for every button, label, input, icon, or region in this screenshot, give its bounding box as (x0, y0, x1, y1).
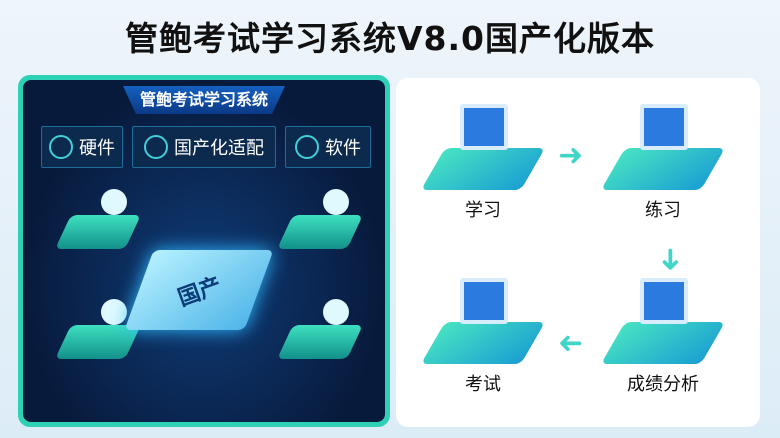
arrow-left-icon: ➜ (558, 326, 584, 361)
panel-banner: 管鲍考试学习系统 (123, 86, 285, 114)
step-label: 练习 (645, 200, 681, 221)
cpu-chip-icon: 国产 (124, 250, 274, 330)
exam-illustration-icon (420, 274, 546, 364)
analysis-illustration-icon (600, 274, 726, 364)
tag-localization: 国产化适配 (132, 126, 276, 168)
arrow-down-icon: ➜ (653, 246, 689, 273)
computer-illustration-icon (600, 100, 726, 190)
step-practice: 练习 (600, 100, 726, 222)
arrow-right-icon: ➜ (558, 138, 584, 173)
location-icon (295, 135, 319, 159)
step-label: 成绩分析 (627, 374, 699, 395)
document-platform-icon (277, 299, 363, 359)
chip-label: 国产 (174, 273, 225, 312)
step-label: 考试 (465, 374, 501, 395)
shield-platform-icon (277, 189, 363, 249)
learning-flow-panel: 学习 练习 考试 成绩分析 ➜ ➜ ➜ (396, 78, 760, 427)
tag-label: 国产化适配 (174, 138, 264, 159)
step-exam: 考试 (420, 274, 546, 396)
page-title: 管鲍考试学习系统V8.0国产化版本 (125, 19, 655, 58)
wifi-icon (144, 135, 168, 159)
system-panel: 管鲍考试学习系统 硬件 国产化适配 软件 国产 (18, 75, 390, 427)
step-study: 学习 (420, 100, 546, 222)
gear-platform-icon (55, 189, 141, 249)
study-illustration-icon (420, 100, 546, 190)
location-platform-icon (55, 299, 141, 359)
tag-label: 软件 (325, 138, 361, 159)
step-analysis: 成绩分析 (600, 274, 726, 396)
tag-hardware: 硬件 (41, 126, 123, 168)
step-label: 学习 (465, 200, 501, 221)
chip-icon (49, 135, 73, 159)
tag-software: 软件 (285, 126, 371, 168)
tag-label: 硬件 (79, 138, 115, 159)
